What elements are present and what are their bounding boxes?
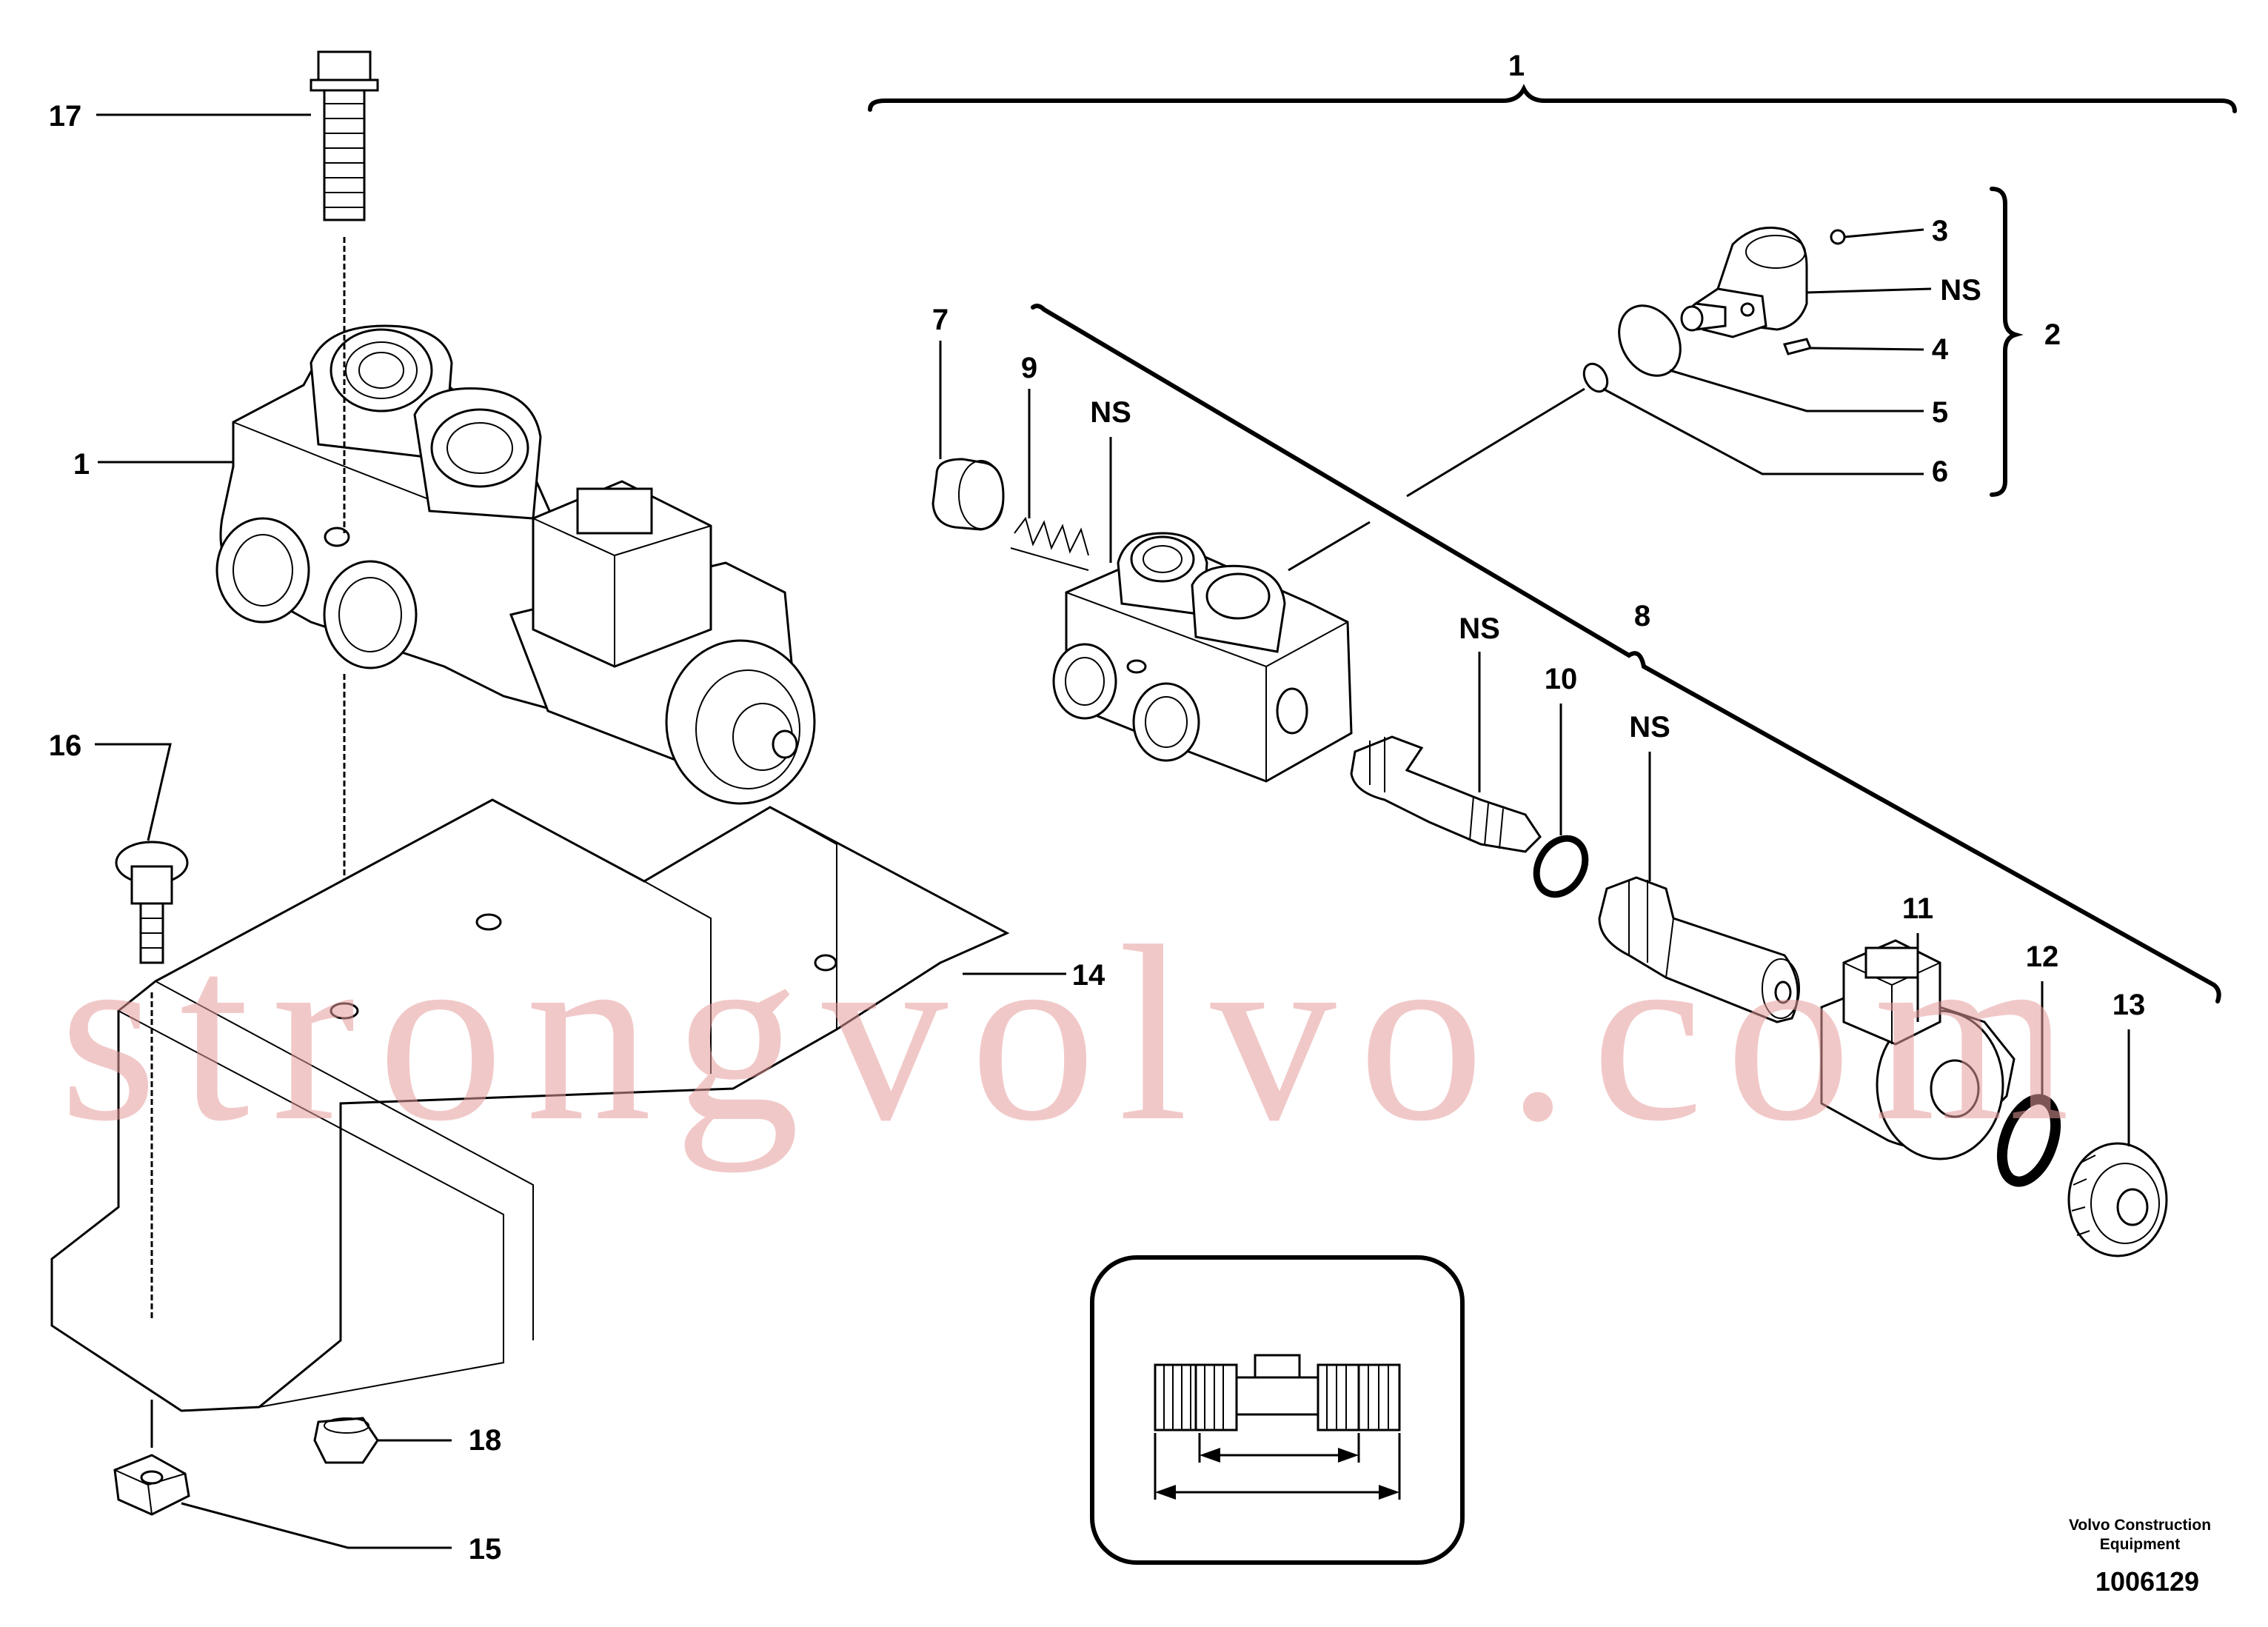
coil-11: [1820, 939, 2016, 1160]
callout-5: 5: [1932, 396, 1948, 429]
nut-13: [2067, 1142, 2168, 1257]
callout-3: 3: [1932, 215, 1948, 247]
callout-2: 2: [2044, 318, 2061, 351]
o-ring-5: [1618, 304, 1682, 377]
ball-3: [1830, 229, 1846, 245]
callout-7: 7: [932, 304, 949, 336]
callout-ns-cartridge: NS: [1940, 274, 1981, 307]
valve-assembly: [215, 324, 816, 805]
callout-17: 17: [49, 100, 82, 133]
o-ring-6: [1582, 362, 1609, 393]
credit-line-1: Volvo Construction: [2069, 1517, 2211, 1534]
callout-14: 14: [1072, 959, 1105, 992]
callout-6: 6: [1932, 455, 1948, 488]
callout-16: 16: [49, 729, 82, 762]
o-ring-12: [1996, 1094, 2061, 1187]
callout-ns-body: NS: [1090, 396, 1131, 429]
watermark: strongvolvo.com: [59, 894, 2092, 1173]
valve-body: [1052, 532, 1353, 783]
credit-line-2: Equipment: [2100, 1536, 2181, 1553]
callout-15: 15: [469, 1533, 502, 1566]
bolt-17: [310, 50, 379, 221]
callout-18: 18: [469, 1424, 502, 1457]
callout-9: 9: [1021, 352, 1037, 384]
cartridge-valve: [1680, 227, 1808, 338]
callout-ns-tube: NS: [1629, 711, 1670, 744]
assembly-brace-1: [868, 84, 2237, 113]
document-number: 1006129: [2095, 1566, 2199, 1597]
callout-8: 8: [1634, 600, 1650, 632]
bracket-14: [50, 798, 1010, 1412]
solenoid-tube: [1598, 876, 1800, 1023]
measurement-inset: [1090, 1255, 1465, 1565]
pin-4: [1782, 338, 1813, 355]
nut-18: [313, 1417, 379, 1464]
screw-16: [115, 841, 189, 964]
spring-9: [1010, 516, 1089, 571]
plug-7: [931, 458, 1005, 531]
callout-ns-spool: NS: [1459, 612, 1500, 645]
callout-1-top: 1: [1508, 50, 1525, 82]
o-ring-10: [1533, 835, 1589, 898]
callout-1-left: 1: [73, 448, 90, 481]
callout-10: 10: [1545, 663, 1578, 695]
callout-4: 4: [1932, 333, 1949, 366]
kit-brace-2: [1990, 187, 2024, 497]
cage-nut-15: [113, 1454, 190, 1516]
callout-12: 12: [2026, 941, 2059, 973]
spool: [1350, 735, 1542, 853]
callout-13: 13: [2113, 989, 2146, 1021]
callout-11: 11: [1902, 892, 1933, 925]
